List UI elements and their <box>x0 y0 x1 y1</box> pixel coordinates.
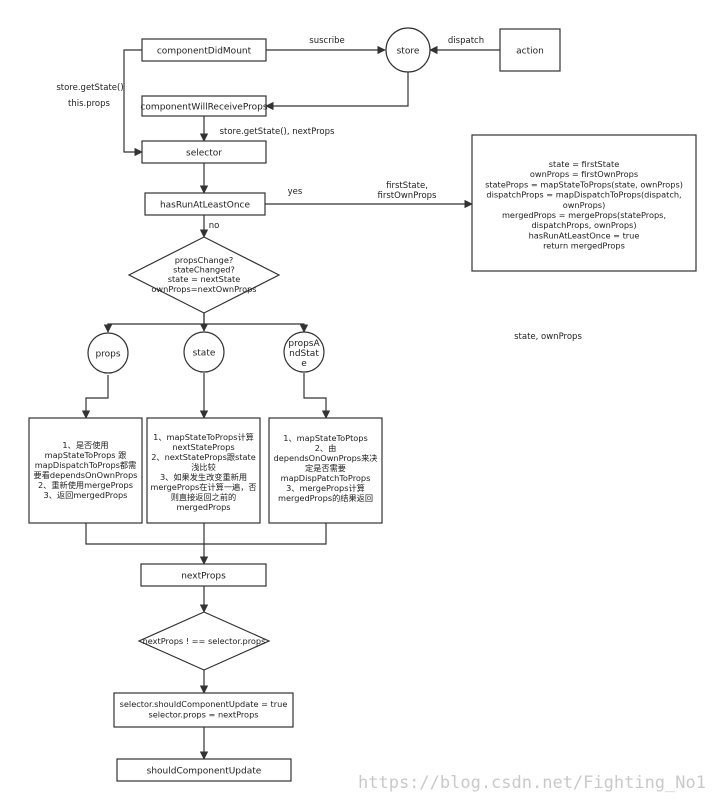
props-and-state-box-line: dependsOnOwnProps来决 <box>274 453 378 463</box>
decision-line: stateChanged? <box>173 265 235 275</box>
first-run-line: state = firstState <box>549 159 619 169</box>
state-box-line: mergedProps <box>176 502 230 512</box>
edge-boxes-merge <box>85 523 327 545</box>
first-run-line: stateProps = mapStateToProps(state, ownP… <box>485 179 683 189</box>
state-box-text: 1、mapStateToProps计算nextStateProps2、nextS… <box>150 432 256 512</box>
props-and-state-circle <box>283 331 325 373</box>
decision-line: ownProps=nextOwnProps <box>151 284 256 294</box>
props-circle-label: props <box>95 350 120 360</box>
first-run-line: ownProps = firstOwnProps <box>530 169 638 179</box>
should-component-update-node <box>116 758 292 782</box>
state-box-line: 浅比较 <box>191 462 216 472</box>
should-update-box <box>113 692 294 728</box>
next-props-label: nextProps <box>181 572 226 582</box>
props-and-state-box-line: mergedProps的结果返回 <box>278 493 373 503</box>
this-props-label: this.props <box>68 99 111 109</box>
first-run-line: dispatchProps = mapDispatchToProps(dispa… <box>486 190 681 200</box>
selector-label: selector <box>186 149 222 159</box>
props-box-line: mapStateToProps 跟 <box>45 450 127 460</box>
props-change-decision <box>127 236 281 314</box>
edge-to-circle-props <box>103 313 205 333</box>
has-run-at-least-once-node <box>144 192 266 216</box>
first-run-box <box>471 134 697 272</box>
dispatch-label: dispatch <box>448 36 484 46</box>
nodes: componentDidMount store action component… <box>28 27 697 782</box>
first-run-line: mergedProps = mergeProps(stateProps, <box>502 210 666 220</box>
props-box-line: 1、是否使用 <box>62 440 108 450</box>
state-box-line: 则直接返回之前的 <box>171 492 237 502</box>
yes-label: yes <box>288 187 303 197</box>
store-get-state-label: store.getState() <box>56 83 123 93</box>
next-props-decision-label: nextProps ! == selector.props <box>143 636 266 646</box>
props-and-state-box-line: 1、mapStateToPtops <box>283 433 368 443</box>
next-props-node <box>140 563 267 587</box>
state-box <box>146 417 261 524</box>
decision-line: state = nextState <box>168 274 241 284</box>
decision-line: propsChange? <box>175 255 234 265</box>
props-and-state-box <box>268 417 383 524</box>
has-run-at-least-once-label: hasRunAtLeastOnce <box>160 201 251 211</box>
state-box-line: 3、如果发生改变重新用 <box>160 472 247 482</box>
props-box-line: 2、重新使用mergeProps <box>38 480 133 490</box>
suscribe-label: suscribe <box>309 36 344 46</box>
component-will-receive-props-node <box>141 95 267 117</box>
edge-ps-to-box <box>303 373 331 419</box>
should-update-line: selector.shouldComponentUpdate = true <box>120 699 288 709</box>
props-and-state-box-line: mapDispPatchToProps <box>281 473 371 483</box>
props-box-line: 3、返回mergedProps <box>44 490 128 500</box>
props-box-line: 要看dependsOnOwnProps <box>34 470 138 480</box>
first-run-line: ownProps) <box>563 200 606 210</box>
state-own-props-label: state, ownProps <box>514 332 582 342</box>
first-state-label: firstState, <box>386 181 428 191</box>
props-and-state-box-line: 2、由 <box>315 443 337 453</box>
first-run-line: hasRunAtLeastOnce = true <box>529 230 640 240</box>
props-box-line: mapDispatchToProps都需 <box>35 460 137 470</box>
watermark: https://blog.csdn.net/Fighting_No1 <box>358 773 706 793</box>
edge-labels: suscribe dispatch store.getState() this.… <box>56 36 582 342</box>
state-box-line: nextStateProps <box>172 442 234 452</box>
props-and-state-circle-line: ndStat <box>289 349 319 359</box>
state-box-line: 1、mapStateToProps计算 <box>153 432 254 442</box>
store-node <box>385 27 431 73</box>
store-get-state-next-props-label: store.getState(), nextProps <box>220 127 335 137</box>
props-and-state-box-text: 1、mapStateToPtops2、由dependsOnOwnProps来决定… <box>274 433 378 503</box>
props-and-state-circle-line: e <box>301 359 307 369</box>
first-run-line: dispatchProps, ownProps) <box>531 220 636 230</box>
edge-store-to-cwrp <box>265 72 409 111</box>
action-node <box>499 28 561 72</box>
component-will-receive-props-label: componentWillReceiveProps <box>140 103 267 113</box>
props-and-state-box-line: 定是否需要 <box>305 463 346 473</box>
component-did-mount-label: componentDidMount <box>157 47 252 57</box>
state-box-line: mergeProps在计算一遍，否 <box>150 482 256 492</box>
props-and-state-box-line: 3、mergeProps计算 <box>286 483 365 493</box>
edges <box>81 45 500 760</box>
edge-props-to-box <box>81 375 109 419</box>
action-label: action <box>516 47 544 57</box>
first-run-line: return mergedProps <box>543 241 625 251</box>
state-box-line: 2、nextStateProps跟state <box>151 452 256 462</box>
should-update-text: selector.shouldComponentUpdate = truesel… <box>120 699 288 720</box>
first-own-props-label: firstOwnProps <box>378 191 438 201</box>
edge-to-circle-ps <box>204 323 309 333</box>
store-label: store <box>397 47 420 57</box>
component-did-mount-node <box>141 38 267 62</box>
props-circle <box>87 332 129 374</box>
props-box <box>28 417 143 524</box>
state-circle <box>183 331 225 373</box>
should-update-line: selector.props = nextProps <box>148 710 258 720</box>
no-label: no <box>209 221 220 231</box>
should-component-update-label: shouldComponentUpdate <box>147 767 262 777</box>
selector-node <box>141 140 267 164</box>
edge-cdm-to-selector <box>123 49 143 157</box>
props-change-decision-text: propsChange?stateChanged?state = nextSta… <box>151 255 256 294</box>
state-circle-label: state <box>193 349 216 359</box>
next-props-decision <box>137 611 271 671</box>
props-and-state-circle-line: propsA <box>288 339 320 349</box>
